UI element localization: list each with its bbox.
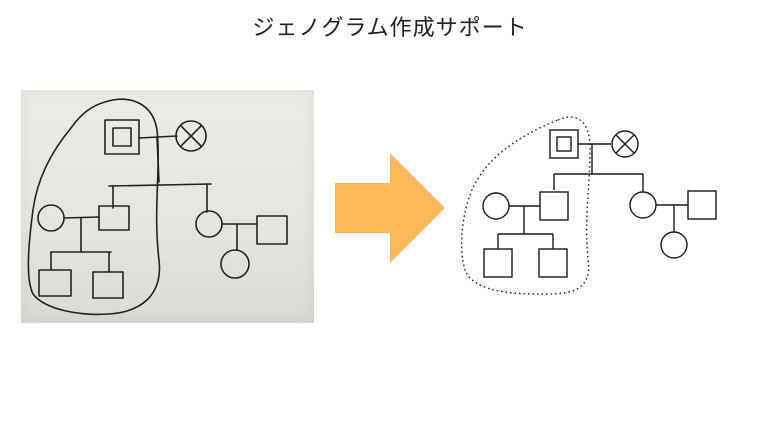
grandchild-square-2 xyxy=(538,248,568,278)
sketch-grandchild-square-2 xyxy=(92,271,124,299)
sketch-sibling-circle xyxy=(195,210,223,238)
sketch-partner-square xyxy=(256,215,288,245)
sketch-niece-circle xyxy=(220,249,250,279)
genogram-diagram xyxy=(460,116,717,295)
partner-square xyxy=(687,190,717,220)
sketch-index-person xyxy=(104,119,140,155)
transform-arrow xyxy=(335,153,445,267)
sketch-drawing xyxy=(27,98,288,316)
son-square xyxy=(539,191,569,221)
slide-title: ジェノグラム作成サポート xyxy=(252,16,528,41)
sketch-grandchild-square-1 xyxy=(38,269,72,297)
spouse-circle xyxy=(482,192,510,220)
grandchild-circle xyxy=(660,231,688,259)
sketch-child-square xyxy=(98,205,130,231)
index-person-square xyxy=(549,129,579,159)
grandchild-square-1 xyxy=(483,248,513,278)
sketch-enclosure xyxy=(27,98,161,316)
hand-drawn-genogram-photo xyxy=(21,90,314,323)
sketch-deceased-circle xyxy=(175,120,207,152)
deceased-female-circle xyxy=(611,130,639,158)
daughter-circle xyxy=(629,191,657,219)
arrow-icon xyxy=(335,153,445,263)
index-person-inner-square xyxy=(556,136,572,152)
clean-genogram xyxy=(418,108,738,307)
sketch-spouse-circle xyxy=(37,204,65,232)
